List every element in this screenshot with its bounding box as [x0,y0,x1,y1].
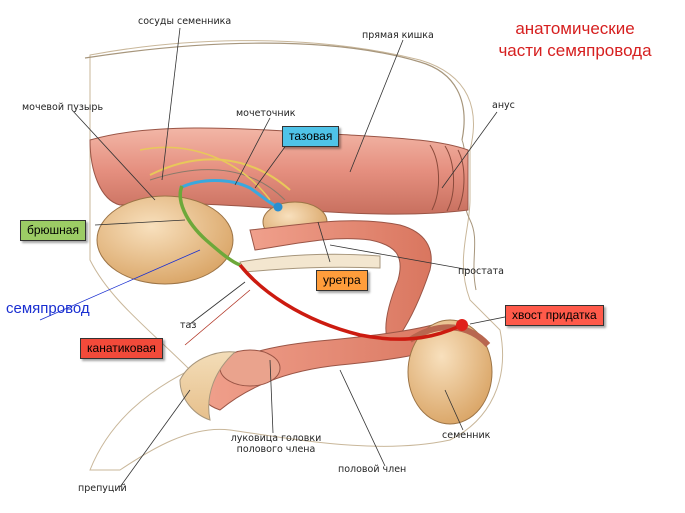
vas-segment-funicular [238,263,461,341]
tag-abdominal: брюшная [20,220,86,241]
title-line-2: части семяпровода [498,41,652,60]
tag-pelvic: тазовая [282,126,340,147]
label-penis: половой член [338,464,407,475]
bladder-organ [96,195,234,285]
label-testis: семенник [442,430,491,441]
label-bulb: луковица головки полового члена [230,433,322,455]
vas-segment-pelvic [179,179,279,209]
tag-funicular: канатиковая [80,338,163,359]
label-anus: анус [492,100,515,111]
vas-pelvic-end [273,202,283,212]
label-prostate: простата [458,266,504,277]
leader-lines [39,27,511,488]
label-rectum: прямая кишка [362,30,434,41]
diagram-title: анатомические части семяпровода [475,18,675,62]
vas-tail-end [456,319,468,331]
penis-organ [199,319,461,411]
vas-deferens [178,179,468,341]
label-bladder: мочевой пузырь [22,102,104,113]
vas-segment-abdominal [178,185,241,267]
prepuce-fold [179,351,237,421]
label-pelvis: таз [180,320,197,331]
tag-epididymis-tail: хвост придатка [505,305,604,326]
label-vas-deferens: семяпровод [6,300,90,317]
label-prepuce: препуций [78,483,127,494]
testis-organ [407,319,493,425]
testis-vessels [139,146,291,201]
tag-urethra: уретра [316,270,368,291]
title-line-1: анатомические [515,19,635,38]
label-ureter: мочеточник [236,108,296,119]
label-testis-vessels: сосуды семенника [138,16,232,27]
pelvis-bone [239,253,381,273]
